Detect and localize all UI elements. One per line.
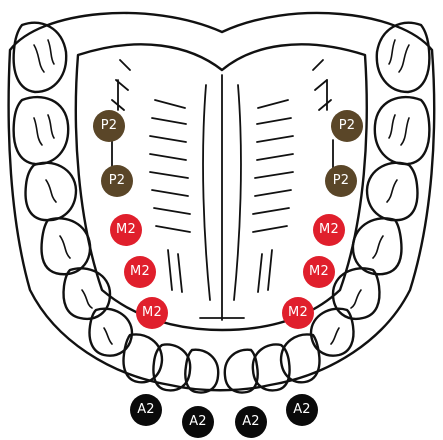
marker-p2-lower-right: P2 <box>325 165 357 197</box>
tooth-left-canine <box>64 268 110 319</box>
marker-p2-upper-right: P2 <box>331 110 363 142</box>
marker-m2-right-1: M2 <box>313 214 345 246</box>
tooth-right-molar-2 <box>375 97 430 164</box>
marker-a2-3: A2 <box>235 406 267 438</box>
marker-p2-lower-left: P2 <box>101 165 133 197</box>
tooth-right-molar-1 <box>377 23 430 92</box>
marker-m2-left-3: M2 <box>136 297 168 329</box>
marker-m2-right-2: M2 <box>303 256 335 288</box>
marker-m2-left-1: M2 <box>110 214 142 246</box>
marker-a2-1: A2 <box>130 394 162 426</box>
tooth-right-canine <box>333 268 379 319</box>
marker-m2-right-3: M2 <box>282 297 314 329</box>
tooth-right-premolar-2 <box>353 218 402 274</box>
tooth-left-molar-2 <box>14 97 69 164</box>
marker-a2-2: A2 <box>182 406 214 438</box>
marker-m2-left-2: M2 <box>124 256 156 288</box>
marker-a2-4: A2 <box>286 394 318 426</box>
tooth-left-molar-1 <box>14 23 67 92</box>
marker-p2-upper-left: P2 <box>93 110 125 142</box>
tooth-left-premolar-2 <box>42 218 91 274</box>
